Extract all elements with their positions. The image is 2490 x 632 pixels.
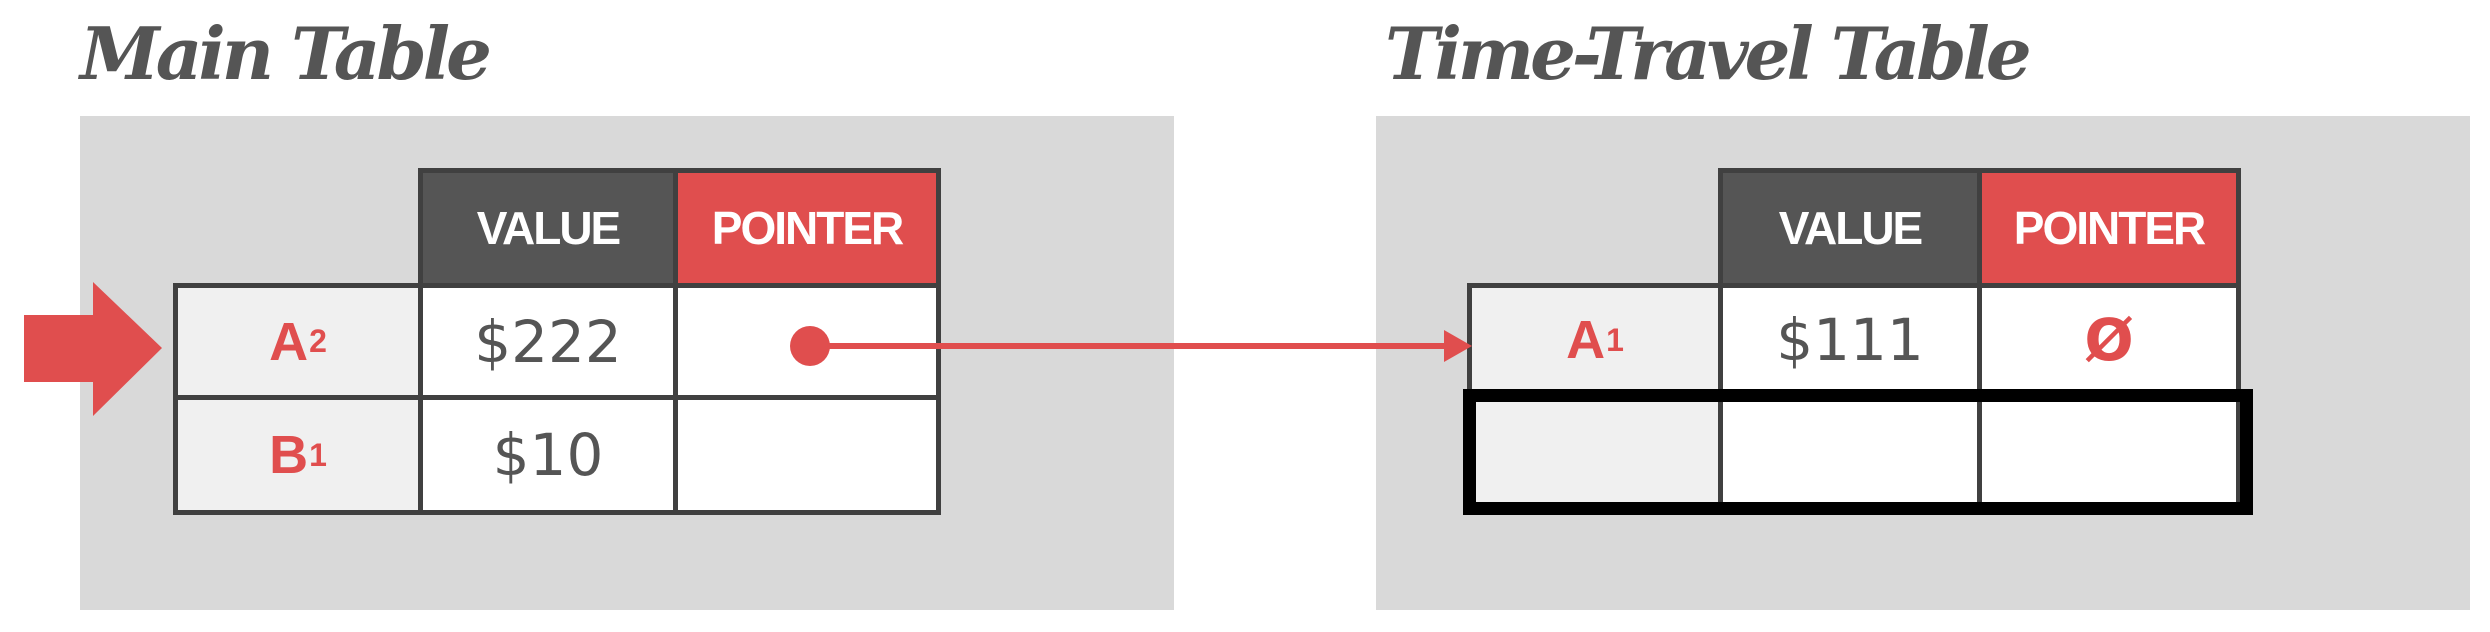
main-row-b-pointer (673, 395, 941, 515)
key-version: 2 (309, 323, 327, 359)
time-travel-table-title: Time-Travel Table (1385, 11, 2032, 96)
version-pointer-arrowhead-icon (1444, 330, 1472, 362)
main-header-value: VALUE (418, 168, 678, 288)
main-table-title: Main Table (80, 11, 492, 96)
tt-header-value: VALUE (1718, 168, 1982, 288)
key-letter: A (269, 311, 309, 372)
main-row-b-value: $10 (418, 395, 678, 515)
key-version: 1 (309, 436, 327, 473)
null-pointer-symbol: Ø (2084, 306, 2134, 374)
current-row-arrow-icon (24, 282, 162, 416)
main-row-a-value: $222 (418, 283, 678, 400)
key-letter: A (1566, 310, 1606, 370)
key-version: 1 (1606, 321, 1624, 358)
key-letter: B (269, 425, 309, 485)
